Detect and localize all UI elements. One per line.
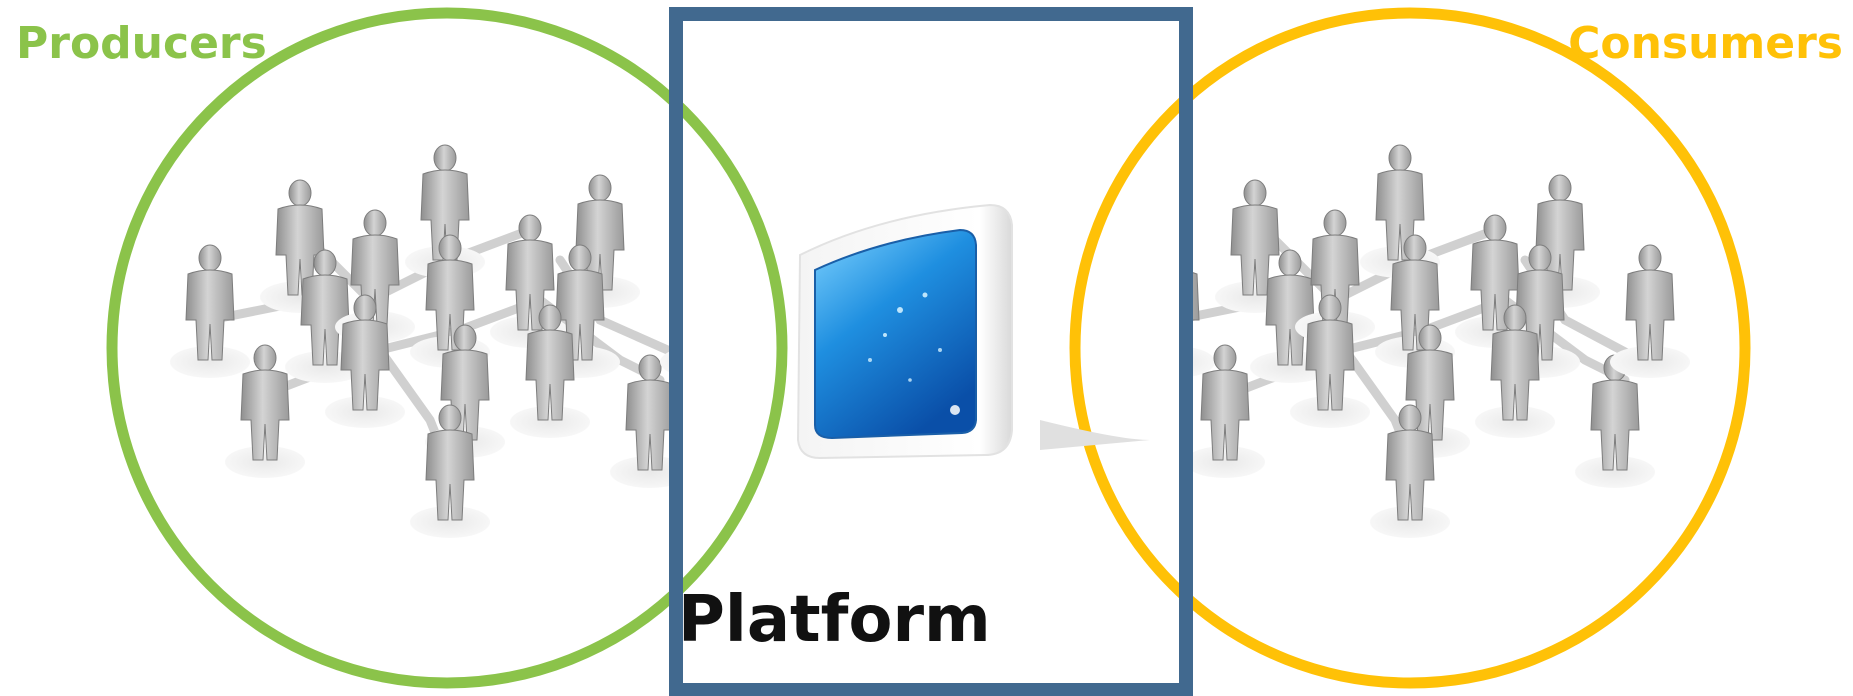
consumers-circle — [1069, 7, 1751, 689]
consumers-label: Consumers — [1568, 18, 1843, 69]
producers-label: Producers — [16, 18, 267, 69]
producers-network-icon — [169, 144, 741, 539]
consumers-network-icon — [1134, 144, 1691, 539]
producers-circle — [106, 7, 788, 689]
monitor-screen-icon — [796, 203, 1150, 460]
platform-label: Platform — [678, 583, 991, 657]
platform-box — [669, 7, 1193, 696]
